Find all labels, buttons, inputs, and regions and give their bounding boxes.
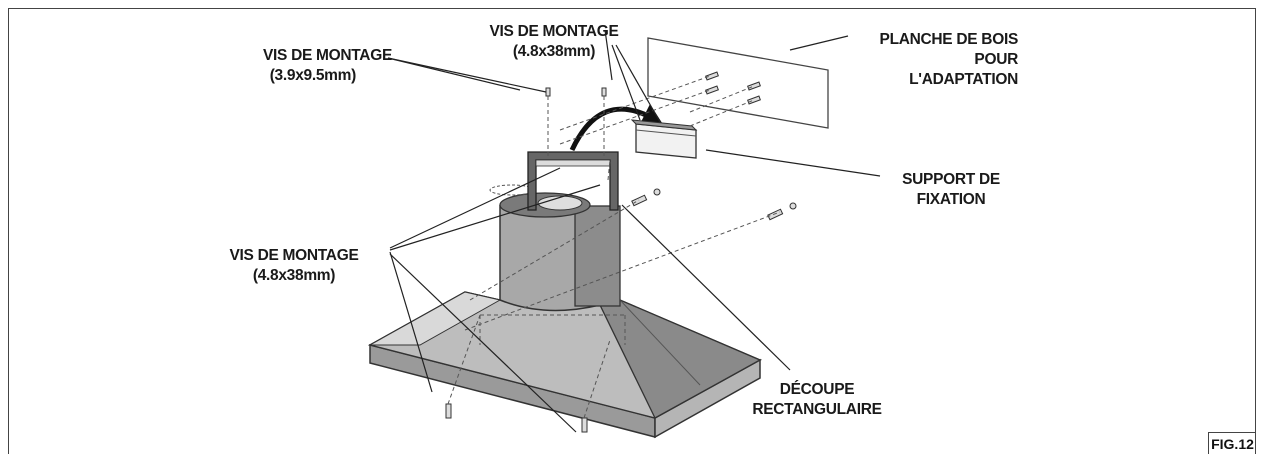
label-wood-plank-line3: L'ADAPTATION	[909, 71, 1018, 88]
label-screws-top-left-size: (3.9x9.5mm)	[269, 67, 357, 84]
alignment-lines	[447, 75, 781, 419]
chimney-cylinder	[489, 184, 621, 312]
label-screws-top-left: VIS DE MONTAGE (3.9x9.5mm)	[208, 46, 392, 86]
label-wood-plank: PLANCHE DE BOIS POUR L'ADAPTATION	[830, 30, 1019, 90]
label-screws-bottom-left-size: (4.8x38mm)	[252, 267, 336, 284]
label-bracket-line2: FIXATION	[916, 191, 986, 208]
label-screws-bottom-left: VIS DE MONTAGE (4.8x38mm)	[202, 246, 386, 286]
leader-lines	[387, 29, 881, 433]
label-wood-plank-line1: PLANCHE DE BOIS	[879, 31, 1019, 48]
figure-frame	[8, 8, 1256, 454]
label-screws-top-center: VIS DE MONTAGE (4.8x38mm)	[462, 22, 646, 62]
hood-canopy	[367, 291, 763, 439]
mounting-bracket	[630, 119, 698, 159]
label-bracket-line1: SUPPORT DE	[902, 171, 1000, 188]
placement-arrow	[569, 104, 664, 152]
label-bracket: SUPPORT DE FIXATION	[872, 170, 1030, 210]
label-cutout-line1: DÉCOUPE	[779, 381, 855, 398]
wood-plank	[647, 37, 829, 129]
label-screws-top-center-size: (4.8x38mm)	[512, 43, 596, 60]
label-cutout-line2: RECTANGULAIRE	[752, 401, 882, 418]
figure-number: FIG.12	[1208, 432, 1256, 454]
label-screws-top-left-name: VIS DE MONTAGE	[263, 47, 392, 64]
label-cutout: DÉCOUPE RECTANGULAIRE	[742, 380, 892, 420]
label-screws-top-center-name: VIS DE MONTAGE	[489, 23, 619, 40]
label-wood-plank-line2: POUR	[974, 51, 1018, 68]
label-screws-bottom-left-name: VIS DE MONTAGE	[229, 247, 359, 264]
